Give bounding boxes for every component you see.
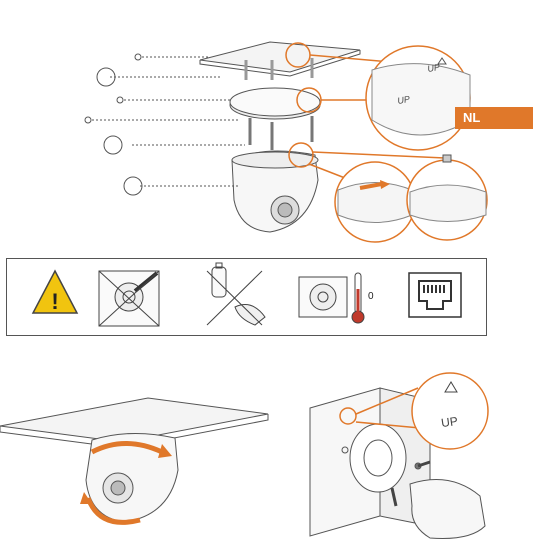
temperature-icon: [299, 273, 364, 323]
inset-up-label-1: UP: [427, 62, 441, 74]
wall-mount-diagram: UP: [300, 366, 533, 541]
warnings-strip: ! 0: [6, 258, 487, 336]
caution-triangle-icon: !: [33, 271, 77, 314]
svg-text:!: !: [51, 289, 58, 314]
temperature-mark: 0: [368, 291, 374, 302]
dome-camera-wall: [410, 480, 485, 539]
wall-inset-up-label: UP: [440, 414, 458, 430]
inset-up-label-2: UP: [397, 94, 411, 106]
ceiling-mount-exploded-diagram: UP UP: [0, 0, 533, 245]
rj45-port-icon: [409, 273, 461, 317]
language-tab: NL: [455, 107, 533, 129]
wall-mount-base: [350, 424, 406, 492]
ceiling-rotation-diagram: [0, 380, 270, 541]
no-screwdriver-adjust-icon: [99, 271, 159, 326]
no-spray-clean-icon: [207, 263, 265, 325]
